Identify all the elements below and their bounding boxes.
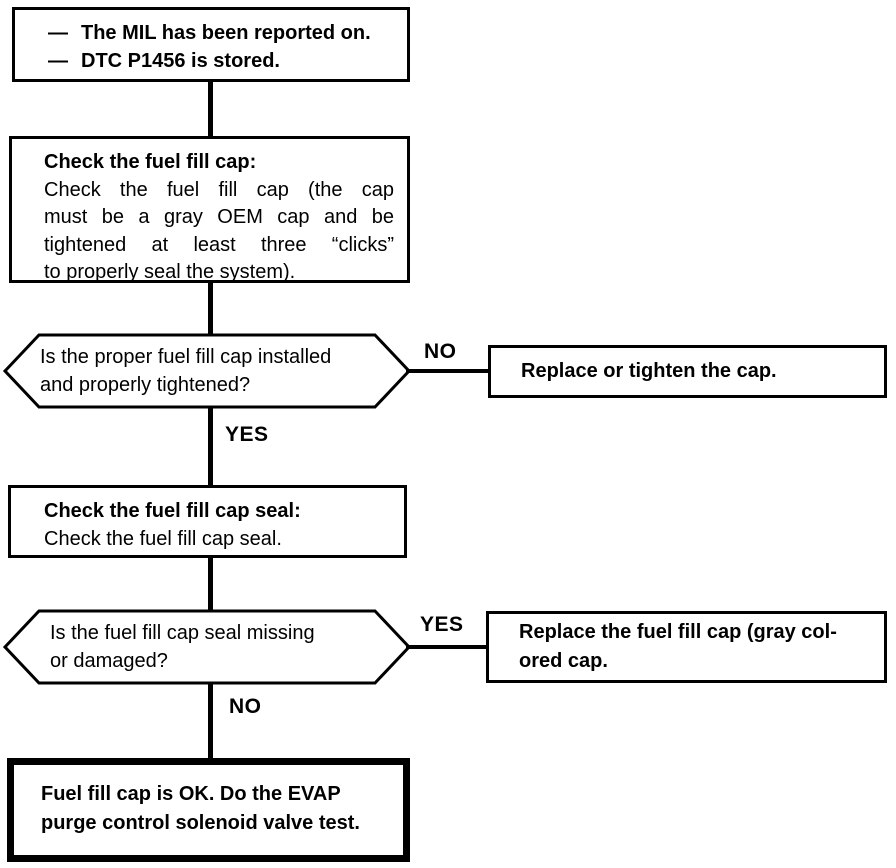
decision-question-line: or damaged? (50, 650, 168, 672)
decision-question: Is the proper fuel fill cap installed an… (40, 343, 331, 399)
decision-seal-no-label: NO (229, 695, 262, 718)
end-result-line: purge control solenoid valve test. (41, 812, 360, 834)
step-title: Check the fuel fill cap: (44, 151, 257, 173)
connector-decision-seal-no (208, 684, 213, 760)
step-title: Check the fuel fill cap seal: (44, 500, 301, 522)
start-conditions-box: — The MIL has been reported on. — DTC P1… (12, 7, 410, 82)
connector-check-cap-to-decision (208, 282, 213, 334)
end-result-line: Fuel fill cap is OK. Do the EVAP (41, 783, 341, 805)
connector-check-seal-to-decision (208, 558, 213, 610)
condition-text: The MIL has been reported on. (81, 22, 371, 44)
check-cap-seal-box: Check the fuel fill cap seal: Check the … (8, 485, 407, 558)
step-body-line: tightened at least three “clicks” (44, 233, 394, 256)
connector-decision-cap-yes (208, 407, 213, 486)
check-fuel-cap-box: Check the fuel fill cap: Check the fuel … (9, 136, 410, 283)
connector-decision-cap-no (406, 369, 489, 373)
step-body-line: Check the fuel fill cap (the cap (44, 178, 394, 201)
condition-text: DTC P1456 is stored. (81, 49, 280, 72)
decision-cap-no-label: NO (424, 340, 457, 363)
condition-line: — DTC P1456 is stored. (48, 48, 399, 76)
decision-cap-yes-label: YES (225, 423, 269, 446)
action-text-line: Replace the fuel fill cap (gray col- (519, 621, 837, 643)
replace-cap-box: Replace the fuel fill cap (gray col- ore… (486, 611, 887, 683)
decision-question: Is the fuel fill cap seal missing or dam… (50, 619, 315, 675)
replace-or-tighten-box: Replace or tighten the cap. (488, 345, 887, 398)
step-body-line: must be a gray OEM cap and be (44, 206, 394, 228)
decision-question-line: Is the fuel fill cap seal missing (50, 622, 315, 644)
condition-line: — The MIL has been reported on. (48, 20, 399, 48)
decision-seal-yes-label: YES (420, 613, 464, 636)
action-text: Replace or tighten the cap. (521, 359, 777, 382)
dash-bullet: — (48, 49, 68, 72)
connector-start-to-check-cap (208, 82, 213, 136)
step-body-line: Check the fuel fill cap seal. (44, 527, 282, 550)
decision-seal-damaged: Is the fuel fill cap seal missing or dam… (3, 609, 411, 685)
decision-cap-installed: Is the proper fuel fill cap installed an… (3, 333, 411, 409)
decision-question-line: and properly tightened? (40, 374, 251, 396)
end-result-box: Fuel fill cap is OK. Do the EVAP purge c… (7, 758, 410, 862)
decision-question-line: Is the proper fuel fill cap installed (40, 346, 332, 368)
dash-bullet: — (48, 22, 68, 44)
action-text-line: ored cap. (519, 650, 608, 672)
connector-decision-seal-yes (406, 645, 487, 649)
step-body-line: to properly seal the system). (44, 261, 296, 283)
